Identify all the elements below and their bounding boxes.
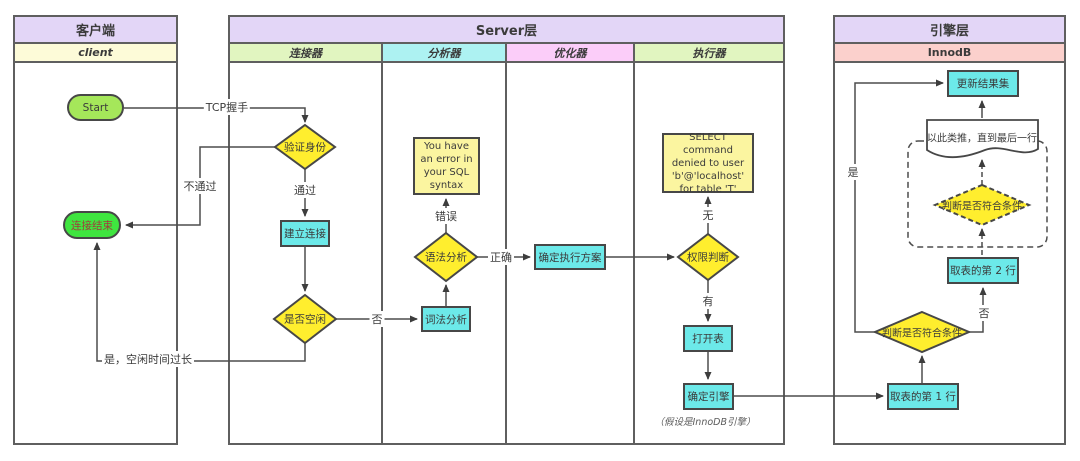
sublane-optimizer: 优化器 bbox=[505, 44, 633, 63]
idle-check-label: 是否空闲 bbox=[284, 313, 326, 326]
fetch-row2-node: 取表的第 2 行 bbox=[947, 257, 1019, 284]
sublane-connector: 连接器 bbox=[230, 44, 381, 63]
start-node: Start bbox=[67, 94, 124, 121]
verify-identity-label: 验证身份 bbox=[284, 141, 326, 154]
edge-label-perm-yes: 有 bbox=[700, 293, 716, 309]
fetch-row1-node: 取表的第 1 行 bbox=[887, 383, 959, 410]
edge-label-error: 错误 bbox=[433, 208, 459, 224]
edge-label-idle-no: 否 bbox=[369, 311, 385, 327]
update-result-node: 更新结果集 bbox=[947, 70, 1019, 97]
lane-engine-subtitle: InnodB bbox=[835, 44, 1064, 63]
edge-label-tcp-handshake: TCP握手 bbox=[203, 99, 251, 115]
permission-check-label: 权限判断 bbox=[687, 251, 729, 264]
sublane-executor: 执行器 bbox=[633, 44, 783, 63]
sublane-divider bbox=[381, 63, 383, 443]
edge-label-perm-no: 无 bbox=[700, 207, 716, 223]
permission-denied-note: SELECT command denied to user 'b'@'local… bbox=[662, 132, 754, 195]
lane-client-subtitle: client bbox=[15, 44, 176, 63]
edge-label-match-no: 否 bbox=[976, 305, 992, 321]
edge-label-fail: 不通过 bbox=[181, 178, 219, 194]
sublane-analyzer: 分析器 bbox=[381, 44, 505, 63]
edge-label-correct: 正确 bbox=[488, 249, 514, 265]
sql-error-note: You have an error in your SQL syntax bbox=[413, 137, 480, 195]
edge-label-match-yes: 是 bbox=[845, 164, 861, 180]
lexical-analysis-node: 词法分析 bbox=[421, 306, 471, 332]
lane-client-title: 客户端 bbox=[15, 17, 176, 44]
match-check-label: 判断是否符合条件 bbox=[882, 328, 962, 340]
establish-connection-node: 建立连接 bbox=[280, 220, 330, 247]
edge-label-idle-yes: 是，空闲时间过长 bbox=[102, 351, 194, 367]
lane-server-title: Server层 bbox=[230, 17, 783, 44]
execution-plan-node: 确定执行方案 bbox=[534, 244, 606, 270]
pick-engine-node: 确定引擎 bbox=[683, 383, 734, 410]
repeat-until-last-row-label: 以此类推，直到最后一行 bbox=[927, 133, 1037, 145]
edge-label-pass: 通过 bbox=[292, 182, 318, 198]
lane-client: 客户端 client bbox=[13, 15, 178, 445]
sublane-divider bbox=[633, 63, 635, 443]
server-sublane-headers: 连接器 分析器 优化器 执行器 bbox=[230, 44, 783, 63]
open-table-node: 打开表 bbox=[683, 325, 733, 352]
lane-engine-title: 引擎层 bbox=[835, 17, 1064, 44]
loop-check-label: 判断是否符合条件 bbox=[942, 201, 1022, 213]
connection-end-node: 连接结束 bbox=[63, 211, 121, 239]
syntax-analysis-label: 语法分析 bbox=[425, 251, 467, 264]
innodb-assumption-note: （假设是InnoDB引擎） bbox=[654, 417, 756, 428]
